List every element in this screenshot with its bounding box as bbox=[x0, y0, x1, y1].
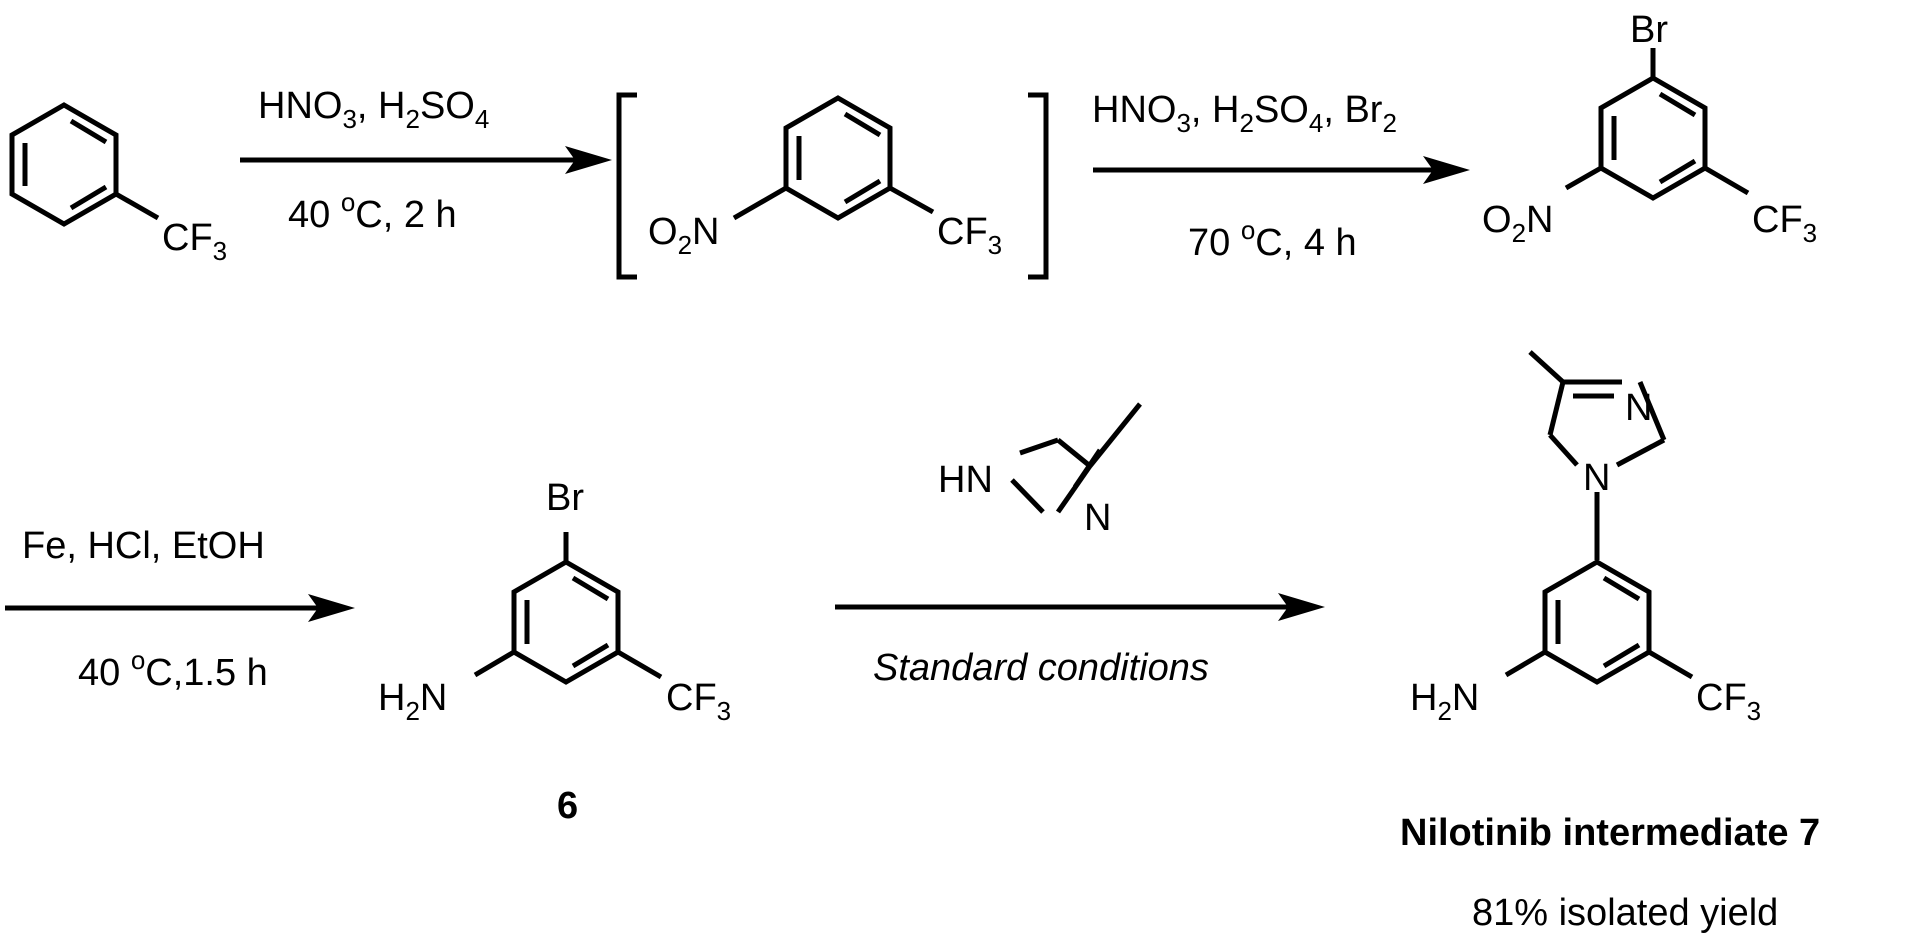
arrow-step4: HN N Standard conditions bbox=[835, 402, 1325, 689]
n-label: N bbox=[1084, 497, 1111, 539]
step2-reagents: HNO3, H2SO4, Br2 bbox=[1092, 89, 1397, 138]
methylimidazole-reagent: HN N bbox=[938, 402, 1142, 539]
product-name: Nilotinib intermediate 7 bbox=[1400, 812, 1820, 854]
cf3-label: CF3 bbox=[937, 211, 1002, 260]
step4-conditions: Standard conditions bbox=[873, 647, 1209, 689]
product-yield: 81% isolated yield bbox=[1472, 892, 1778, 934]
step1-conditions: 40 oC, 2 h bbox=[288, 187, 457, 236]
cf3-label: CF3 bbox=[1752, 199, 1817, 248]
o2n-label: O2N bbox=[648, 211, 719, 260]
br-label: Br bbox=[546, 477, 584, 519]
hn-label: HN bbox=[938, 459, 993, 501]
h2n-label: H2N bbox=[378, 677, 447, 726]
trifluoromethylbenzene: CF3 bbox=[9, 102, 227, 266]
bromo-nitro-compound: Br O2N CF3 bbox=[1482, 9, 1817, 248]
step3-conditions: 40 oC,1.5 h bbox=[78, 645, 268, 694]
n-label: N bbox=[1625, 387, 1652, 429]
cf3-label: CF3 bbox=[666, 677, 731, 726]
arrow-step1: HNO3, H2SO4 40 oC, 2 h bbox=[240, 85, 612, 236]
arrow-step2: HNO3, H2SO4, Br2 70 oC, 4 h bbox=[1092, 89, 1470, 264]
nitro-intermediate: O2N CF3 bbox=[616, 92, 1049, 280]
o2n-label: O2N bbox=[1482, 199, 1553, 248]
compound-6: Br H2N CF3 6 bbox=[378, 477, 731, 827]
cf3-label: CF3 bbox=[1696, 677, 1761, 726]
arrow-step3: Fe, HCl, EtOH 40 oC,1.5 h bbox=[5, 525, 355, 694]
compound-6-label: 6 bbox=[557, 785, 578, 827]
step3-reagents: Fe, HCl, EtOH bbox=[22, 525, 265, 567]
nilotinib-intermediate-7: N N H2N CF3 Nilotinib intermediate 7 81%… bbox=[1400, 350, 1820, 934]
step2-conditions: 70 oC, 4 h bbox=[1188, 215, 1357, 264]
cf3-label: CF3 bbox=[162, 217, 227, 266]
br-label: Br bbox=[1630, 9, 1668, 51]
step1-reagents: HNO3, H2SO4 bbox=[258, 85, 489, 134]
h2n-label: H2N bbox=[1410, 677, 1479, 726]
